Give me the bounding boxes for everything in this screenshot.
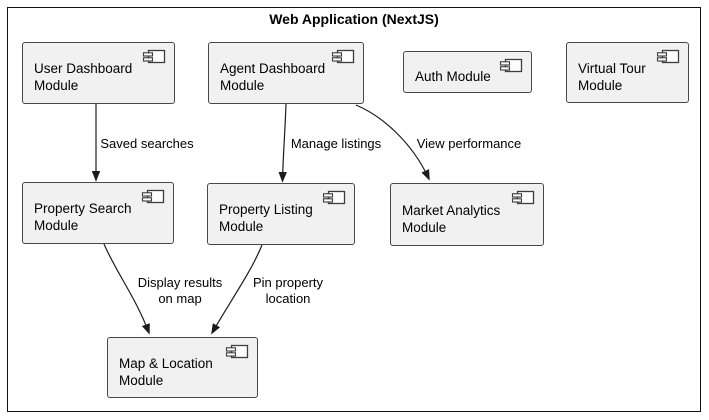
edge-label-saved-searches: Saved searches <box>100 136 194 151</box>
component-icon <box>225 344 249 360</box>
component-icon <box>142 49 166 65</box>
node-label: Property Listing Module <box>219 202 313 234</box>
component-icon <box>331 49 355 65</box>
node-label: Auth Module <box>415 68 491 84</box>
component-icon <box>656 49 680 65</box>
node-label: Map & Location Module <box>119 355 213 388</box>
node-label: Property Search Module <box>34 201 132 233</box>
edge-label-pin-property: Pin property location <box>252 275 324 306</box>
component-icon <box>499 58 523 74</box>
node-agent-dashboard-module: Agent Dashboard Module <box>208 42 364 104</box>
node-auth-module: Auth Module <box>403 51 532 93</box>
component-icon <box>141 189 165 205</box>
node-virtual-tour-module: Virtual Tour Module <box>566 42 689 103</box>
node-market-analytics-module: Market Analytics Module <box>390 183 544 246</box>
node-user-dashboard-module: User Dashboard Module <box>22 42 175 104</box>
node-label: User Dashboard Module <box>34 61 133 93</box>
node-label: Virtual Tour Module <box>578 60 646 93</box>
edge-label-display-results: Display results on map <box>137 275 223 306</box>
node-property-listing-module: Property Listing Module <box>207 183 355 245</box>
component-icon <box>322 190 346 206</box>
node-property-search-module: Property Search Module <box>22 182 174 244</box>
node-map-location-module: Map & Location Module <box>107 337 258 398</box>
node-label: Market Analytics Module <box>402 202 501 235</box>
component-icon <box>511 190 535 206</box>
diagram-title: Web Application (NextJS) <box>269 11 439 27</box>
node-label: Agent Dashboard Module <box>220 61 326 93</box>
edge-label-view-performance: View performance <box>416 136 522 151</box>
edge-label-manage-listings: Manage listings <box>290 136 382 151</box>
